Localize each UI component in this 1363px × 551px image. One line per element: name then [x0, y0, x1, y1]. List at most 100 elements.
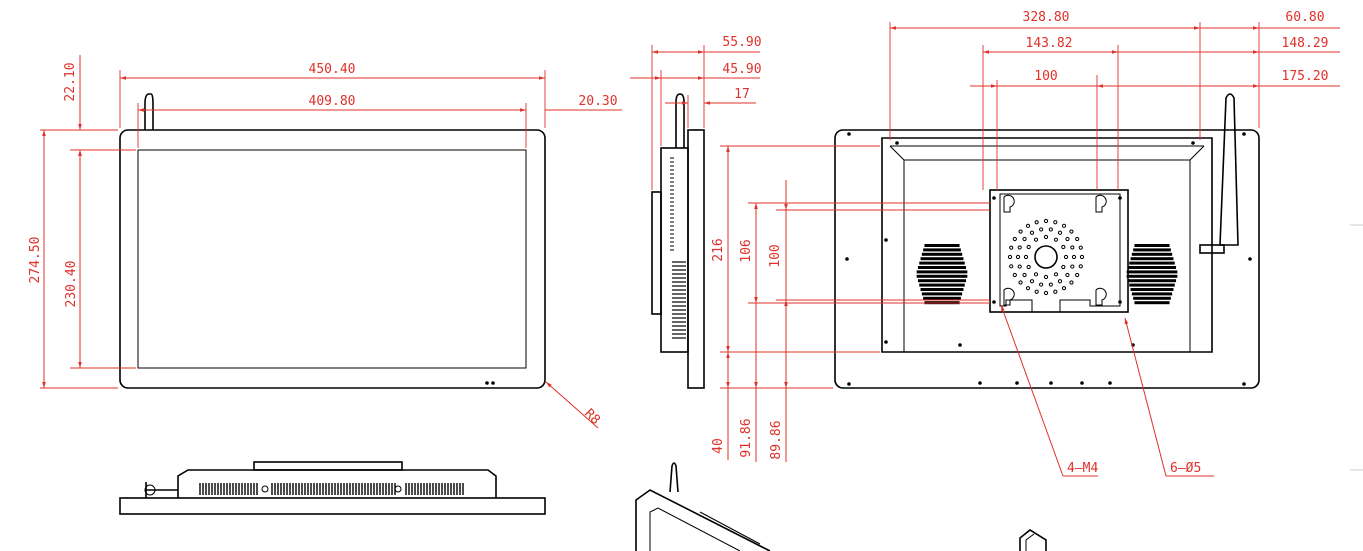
screw-dot [1015, 381, 1019, 385]
rear-antenna [1219, 93, 1239, 246]
speaker-bar [1129, 283, 1175, 287]
speaker-hole [1017, 264, 1022, 269]
dim-depth-body: 45.90 [722, 62, 761, 77]
speaker-hole [1048, 282, 1053, 287]
speaker-bar [916, 274, 968, 278]
screw-dot [845, 257, 849, 261]
speaker-hole [1061, 264, 1066, 270]
speaker-hole [1015, 254, 1021, 260]
label-hole: 6—Ø5 [1170, 461, 1201, 476]
screw-dot [958, 343, 962, 347]
front-screen-area [137, 149, 527, 369]
dim-height: 274.50 [28, 237, 43, 284]
dim-depth-bezel: 17 [734, 87, 750, 102]
center-hole [1034, 245, 1058, 269]
speaker-hole [1053, 237, 1059, 242]
speaker-hole [1007, 254, 1013, 260]
speaker-hole [1025, 223, 1031, 228]
speaker-hole [1075, 236, 1080, 242]
speaker-bar [917, 279, 967, 283]
speaker-hole [1029, 230, 1035, 235]
speaker-hole [1018, 229, 1023, 234]
speaker-hole [1063, 254, 1069, 260]
dim-height-100: 100 [768, 244, 783, 267]
speaker-bar [1127, 279, 1177, 283]
iso-view-left [635, 462, 771, 551]
screw-dot [847, 132, 851, 136]
speaker-hole [1078, 264, 1083, 269]
speaker-bar [1130, 288, 1174, 291]
speaker-hole [1009, 264, 1014, 269]
speaker-hole [1053, 272, 1059, 277]
speaker-hole [1009, 245, 1014, 250]
front-view: 450.40 409.80 20.30 22.10 274.50 230.40 … [28, 55, 622, 429]
rear-screws [845, 132, 1252, 386]
dim-span-2: 143.82 [1026, 36, 1073, 51]
speaker-bar [923, 296, 961, 300]
dim-span-3: 100 [1034, 69, 1057, 84]
front-antenna [144, 93, 154, 130]
speaker-bar [1134, 244, 1170, 247]
dim-right-1: 60.80 [1285, 10, 1324, 25]
dim-bottom-8986: 89.86 [769, 420, 784, 459]
speaker-bar [1131, 252, 1173, 256]
speaker-hole [1018, 280, 1023, 285]
speaker-hole [1039, 227, 1044, 232]
speaker-hole [1061, 286, 1067, 291]
speaker-hole [1048, 227, 1053, 232]
speaker-hole [1078, 245, 1083, 250]
speaker-hole [1039, 282, 1044, 287]
speaker-hole [1065, 236, 1070, 242]
screw-dot [884, 238, 888, 242]
dim-right-3: 175.20 [1282, 69, 1329, 84]
dim-top-offset: 22.10 [63, 62, 78, 101]
dim-height-106: 106 [739, 239, 754, 262]
speaker-bar [1126, 270, 1178, 274]
bottom-antenna [145, 482, 178, 498]
iso-view-right [1019, 529, 1047, 551]
screw-dot [1049, 381, 1053, 385]
rear-body [881, 137, 1213, 353]
speaker-hole [1053, 220, 1058, 225]
speaker-hole [1012, 236, 1017, 242]
screw-dot [1118, 196, 1122, 200]
screw-dot [847, 382, 851, 386]
speaker-hole [1070, 245, 1075, 250]
dim-inner-width: 409.80 [309, 94, 356, 109]
speaker-hole [1012, 272, 1017, 278]
speaker-bar [1134, 301, 1170, 305]
rear-outer-frame [834, 129, 1260, 389]
speaker-hole [1071, 254, 1077, 260]
speaker-hole [1043, 290, 1049, 296]
bottom-view [119, 461, 546, 515]
speaker-hole [1029, 279, 1035, 284]
side-bezel [687, 129, 705, 389]
speaker-bar [921, 292, 963, 296]
speaker-hole [1026, 264, 1031, 270]
speaker-hole [1034, 220, 1039, 225]
rear-speakers [916, 244, 1178, 305]
speaker-hole [1061, 223, 1067, 228]
speaker-hole [1022, 236, 1027, 242]
vesa-mount-plate [989, 189, 1129, 313]
speaker-hole [1026, 244, 1031, 250]
speaker-hole [1065, 272, 1070, 278]
screw-dot [992, 196, 996, 200]
speaker-hole [1057, 230, 1063, 235]
screw-dot [1242, 382, 1246, 386]
speaker-bar [916, 270, 968, 274]
speaker-hole [1043, 274, 1049, 280]
speaker-bar [1133, 296, 1171, 300]
dim-width: 450.40 [309, 62, 356, 77]
speaker-bar [921, 252, 963, 256]
speaker-hole [1043, 218, 1049, 224]
speaker-bar [924, 244, 960, 247]
speaker-bar [1126, 274, 1178, 278]
speaker-hole [1034, 289, 1039, 294]
dim-inner-height: 230.40 [64, 261, 79, 308]
dim-height-216: 216 [711, 238, 726, 261]
screw-dot [1248, 257, 1252, 261]
speaker-hole [1075, 272, 1080, 278]
dim-right-offset: 20.30 [578, 94, 617, 109]
